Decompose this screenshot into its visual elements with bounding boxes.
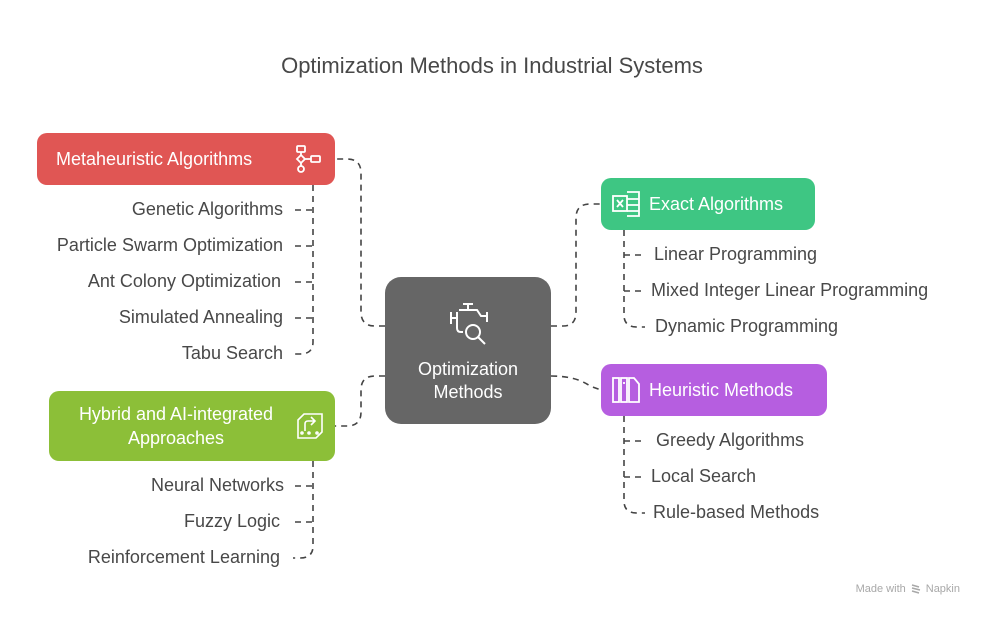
leaf-mixed-integer-linear-programming: Mixed Integer Linear Programming xyxy=(651,280,929,300)
branch-heuristic-methods[interactable]: Heuristic Methods xyxy=(601,364,827,416)
valve-search-icon xyxy=(450,302,488,345)
leaf-neural-networks: Neural Networks xyxy=(150,475,284,495)
napkin-brand-text: Napkin xyxy=(925,583,960,595)
napkin-watermark: Made with Napkin xyxy=(856,583,960,595)
connector-center-heuristic xyxy=(550,375,602,391)
leaf-ant-colony-optimization: Ant Colony Optimization xyxy=(87,271,281,291)
branch-label: Exact Algorithms xyxy=(649,193,784,214)
leaf-particle-swarm-optimization: Particle Swarm Optimization xyxy=(56,235,283,255)
leaf-simulated-annealing: Simulated Annealing xyxy=(118,307,283,327)
napkin-logo-icon xyxy=(911,584,920,594)
flowchart-icon xyxy=(295,145,321,173)
leaf-greedy-algorithms: Greedy Algorithms xyxy=(656,430,805,450)
trunk-heuristic xyxy=(623,416,645,514)
branch-exact-algorithms[interactable]: Exact Algorithms xyxy=(601,178,815,230)
center-label-line1: Optimization xyxy=(417,358,519,379)
diagram-title: Optimization Methods in Industrial Syste… xyxy=(281,53,703,78)
center-label-line2: Methods xyxy=(433,381,503,402)
ticks-metaheuristic xyxy=(295,209,313,319)
leaf-genetic-algorithms: Genetic Algorithms xyxy=(131,199,283,219)
leaf-fuzzy-logic: Fuzzy Logic xyxy=(183,511,280,531)
trunk-hybrid xyxy=(293,461,314,559)
leaf-dynamic-programming: Dynamic Programming xyxy=(655,316,839,336)
connector-center-metaheuristic xyxy=(335,158,385,327)
spreadsheet-icon xyxy=(612,191,640,217)
branch-label-line2: Approaches xyxy=(127,428,225,448)
connector-center-exact xyxy=(551,203,601,327)
trunk-exact xyxy=(623,230,645,328)
leaf-reinforcement-learning: Reinforcement Learning xyxy=(87,547,280,567)
ticks-heuristic xyxy=(624,440,642,478)
leaf-rule-based-methods: Rule-based Methods xyxy=(653,502,820,522)
connector-center-hybrid xyxy=(335,375,385,427)
branch-metaheuristic-algorithms[interactable]: Metaheuristic Algorithms xyxy=(37,133,335,185)
trunk-metaheuristic xyxy=(293,185,314,355)
made-with-text: Made with xyxy=(855,583,906,595)
circuit-arrow-icon xyxy=(297,413,323,439)
branch-label: Metaheuristic Algorithms xyxy=(56,148,253,169)
leaf-linear-programming: Linear Programming xyxy=(654,244,818,264)
ticks-exact xyxy=(624,254,642,292)
leaf-local-search: Local Search xyxy=(651,466,757,486)
ticks-hybrid xyxy=(295,485,313,523)
books-icon xyxy=(612,377,640,403)
center-node[interactable]: Optimization Methods xyxy=(385,277,551,424)
branch-hybrid-ai-approaches[interactable]: Hybrid and AI-integrated Approaches xyxy=(49,391,335,461)
leaf-tabu-search: Tabu Search xyxy=(181,343,283,363)
branch-label-line1: Hybrid and AI-integrated xyxy=(78,404,274,424)
branch-label: Heuristic Methods xyxy=(649,379,794,400)
